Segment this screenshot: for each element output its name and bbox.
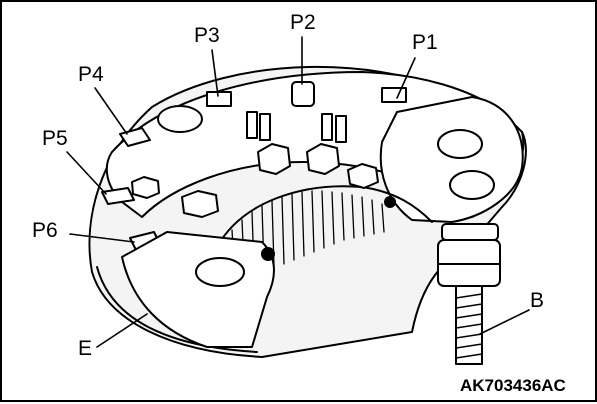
terminal-p1-tab xyxy=(381,87,407,103)
figure-code: AK703436AC xyxy=(460,376,566,395)
mounting-hole-lower xyxy=(195,257,245,287)
terminal-p4-tab xyxy=(119,127,151,147)
mounting-hole-right-lower xyxy=(449,170,495,200)
terminal-tab-3 xyxy=(321,113,333,141)
diode-cap-3 xyxy=(347,163,379,189)
diode-cap-5 xyxy=(131,176,160,199)
terminal-tab-2 xyxy=(259,113,271,141)
heat-sink-arc xyxy=(216,185,433,248)
terminal-p3-tab xyxy=(206,91,232,107)
terminal-tab-1 xyxy=(246,111,258,139)
callout-p3: P3 xyxy=(194,24,220,47)
leader-p4 xyxy=(94,87,128,135)
callout-b: B xyxy=(530,289,545,312)
callout-p1: P1 xyxy=(412,31,438,54)
diode-cap-2 xyxy=(306,143,340,175)
terminal-p5-tab xyxy=(101,187,135,205)
mounting-hole-top-left xyxy=(157,105,203,133)
b-terminal-bolt xyxy=(437,223,501,365)
callout-p4: P4 xyxy=(78,63,104,86)
leader-p1 xyxy=(396,57,416,99)
leader-b xyxy=(479,309,530,335)
outer-ring-lip xyxy=(96,266,258,353)
callout-p5: P5 xyxy=(42,127,68,150)
leader-p3 xyxy=(211,49,219,97)
callout-e: E xyxy=(78,337,93,360)
rivet-lower xyxy=(261,247,275,261)
terminal-tab-4 xyxy=(335,115,347,143)
callout-p6: P6 xyxy=(32,219,58,242)
diode-cap-4 xyxy=(181,190,219,218)
rivet-right xyxy=(384,196,396,208)
leader-p5 xyxy=(66,151,107,195)
callout-p2: P2 xyxy=(290,11,316,34)
mounting-hole-right-upper xyxy=(437,129,483,159)
leader-e xyxy=(96,313,148,348)
diode-cap-1 xyxy=(257,143,291,175)
terminal-p2-post xyxy=(291,81,315,107)
callout-leaders xyxy=(66,36,530,348)
leader-p6 xyxy=(69,233,135,243)
